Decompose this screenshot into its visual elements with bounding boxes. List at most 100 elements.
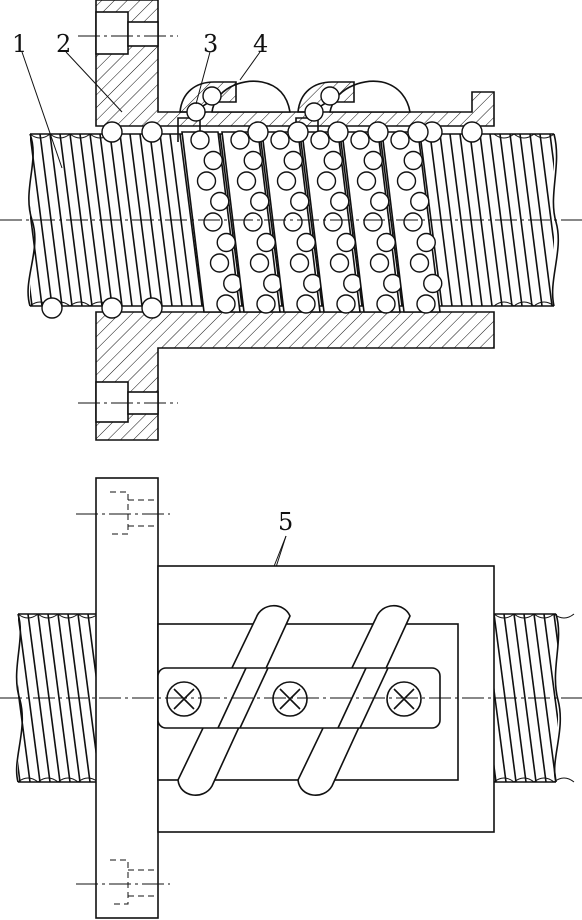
ball xyxy=(316,171,337,191)
ball xyxy=(190,130,210,150)
thread-scallop xyxy=(553,777,575,783)
ball xyxy=(296,294,316,314)
callout-1: 1 xyxy=(12,30,27,58)
ball xyxy=(250,191,270,212)
thread-scallop xyxy=(493,301,515,307)
callout-5: 5 xyxy=(278,508,293,536)
ball xyxy=(363,212,383,232)
nut-flange-upper xyxy=(95,0,495,127)
ball xyxy=(390,130,410,150)
ball xyxy=(403,150,423,171)
ball xyxy=(256,294,276,314)
ball xyxy=(283,212,303,232)
thread-flank xyxy=(513,613,537,783)
thread-scallop xyxy=(513,777,535,783)
edge-balls xyxy=(41,121,483,319)
ball xyxy=(323,150,343,171)
ball xyxy=(376,232,396,253)
callout-3: 3 xyxy=(203,30,218,58)
thread-flank xyxy=(87,613,96,682)
ball xyxy=(186,102,206,122)
thread-scallop xyxy=(533,301,555,307)
ball xyxy=(216,232,236,253)
thread-scallop xyxy=(493,613,515,619)
thread-flank xyxy=(449,134,473,306)
ball xyxy=(363,150,383,171)
thread-flank xyxy=(553,613,558,651)
ball-circuits xyxy=(181,130,443,314)
ball xyxy=(289,253,310,273)
nut-flange-lower xyxy=(95,311,495,441)
ball xyxy=(287,121,309,143)
ball xyxy=(396,171,417,191)
ball xyxy=(101,121,123,143)
ball xyxy=(336,294,356,314)
ball xyxy=(416,294,436,314)
thread-scallop xyxy=(69,133,91,139)
callout-2: 2 xyxy=(56,30,71,58)
ball xyxy=(243,150,263,171)
ball xyxy=(283,150,303,171)
ball xyxy=(330,191,350,212)
ball xyxy=(310,130,330,150)
thread-scallop xyxy=(513,301,535,307)
ball xyxy=(323,212,343,232)
thread-scallop xyxy=(37,777,59,783)
ball xyxy=(236,171,257,191)
ball xyxy=(216,294,236,314)
ball xyxy=(370,191,390,212)
thread-scallop xyxy=(493,133,515,139)
ball xyxy=(304,102,324,122)
thread-flank xyxy=(119,134,143,306)
ball xyxy=(270,130,290,150)
thread-scallop xyxy=(69,301,91,307)
thread-scallop xyxy=(553,613,575,619)
ball xyxy=(230,130,250,150)
ball xyxy=(367,121,389,143)
thread-scallop xyxy=(533,613,555,619)
thread-scallop xyxy=(533,133,555,139)
thread-flank xyxy=(539,134,554,250)
thread-scallop xyxy=(513,613,535,619)
ball xyxy=(409,253,430,273)
thread-scallop xyxy=(493,777,515,783)
ball xyxy=(209,253,230,273)
ball xyxy=(416,232,436,253)
ball xyxy=(247,121,269,143)
exterior-view xyxy=(0,477,582,919)
ball xyxy=(327,121,349,143)
ball xyxy=(350,130,370,150)
ball xyxy=(290,191,310,212)
ball xyxy=(376,294,396,314)
ball xyxy=(320,86,340,106)
ball xyxy=(336,232,356,253)
ball xyxy=(369,253,390,273)
ball xyxy=(141,297,163,319)
ball xyxy=(202,86,222,106)
screw-head-icon xyxy=(166,681,202,717)
ball xyxy=(296,232,316,253)
ball xyxy=(356,171,377,191)
tube-balls xyxy=(186,86,340,122)
ball xyxy=(423,273,443,294)
thread-scallop xyxy=(49,133,71,139)
thread-scallop xyxy=(513,133,535,139)
ball xyxy=(210,191,230,212)
thread-scallop xyxy=(57,613,79,619)
ball xyxy=(461,121,483,143)
thread-flank xyxy=(79,134,103,306)
plate-screws xyxy=(166,681,422,717)
ball xyxy=(249,253,270,273)
ball xyxy=(203,212,223,232)
ball xyxy=(407,121,429,143)
ball xyxy=(329,253,350,273)
thread-scallop xyxy=(57,777,79,783)
thread-flank xyxy=(549,134,554,172)
thread-flank xyxy=(30,205,43,306)
ball xyxy=(101,297,123,319)
screw-head-icon xyxy=(386,681,422,717)
ball xyxy=(41,297,63,319)
thread-scallop xyxy=(17,613,39,619)
ball xyxy=(276,171,297,191)
ball xyxy=(203,150,223,171)
